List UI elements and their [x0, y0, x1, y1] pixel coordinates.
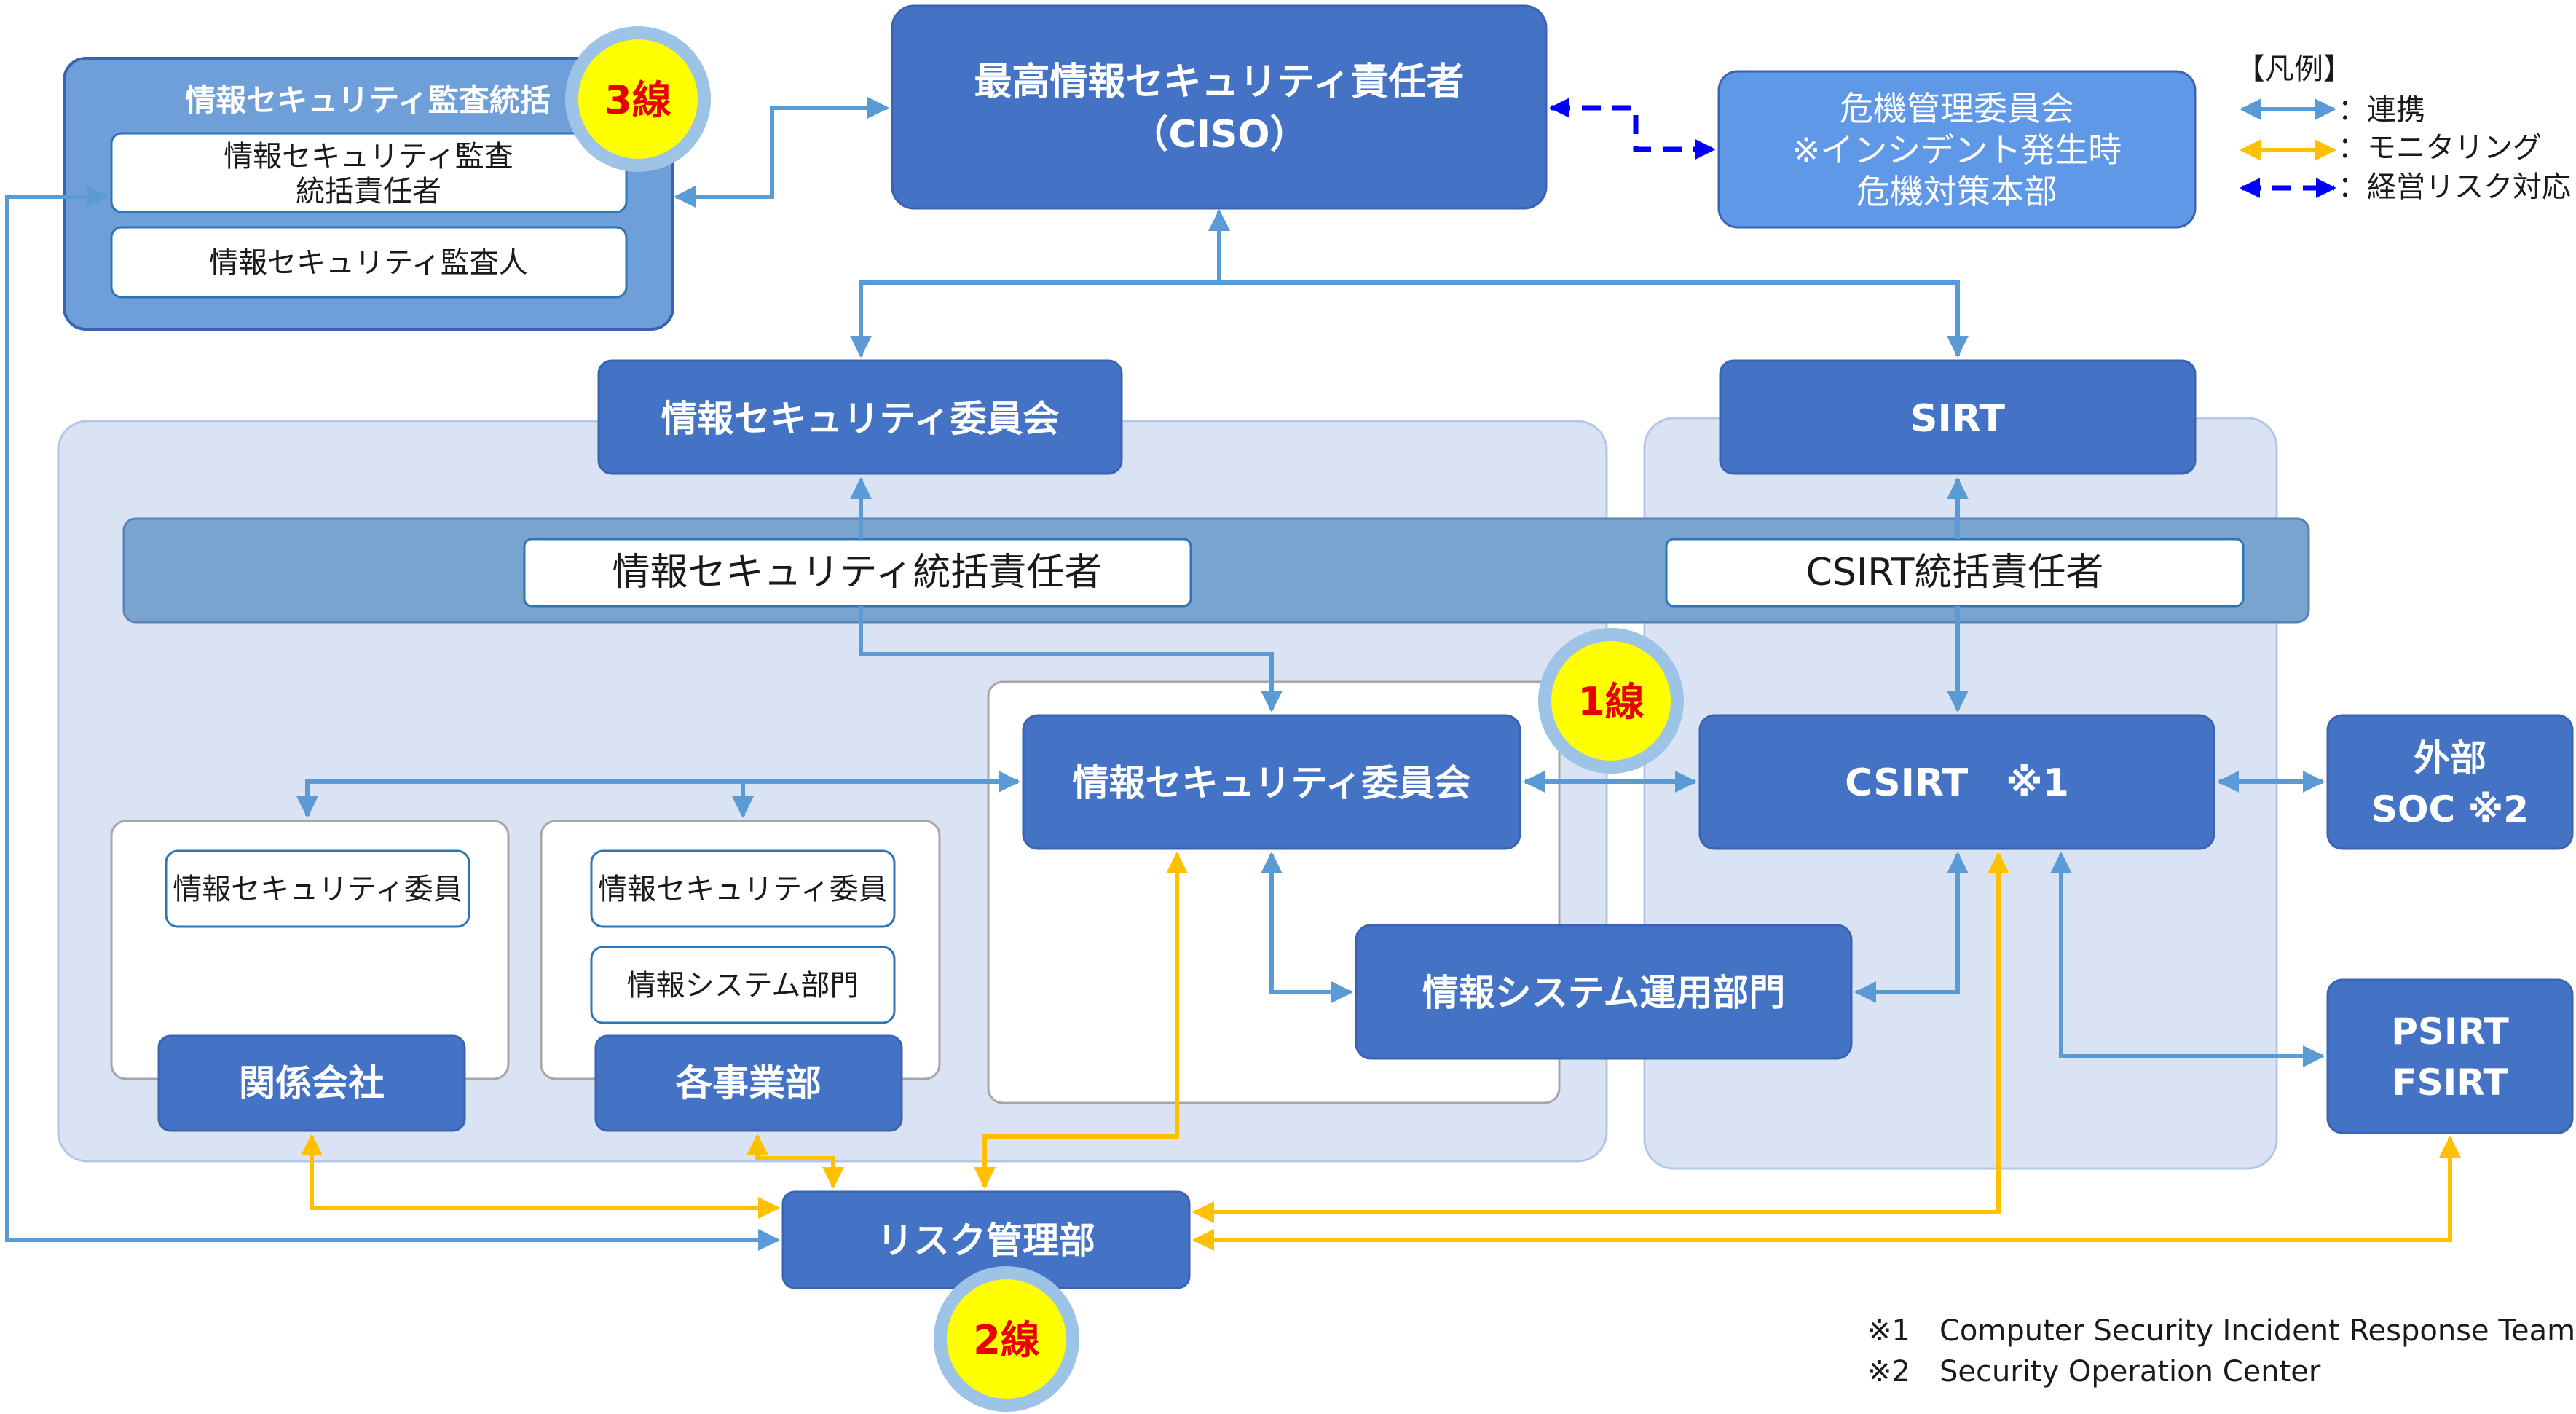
csirt-label: CSIRT ※1: [1845, 761, 2069, 805]
link-csirt-psirt: [2050, 852, 2325, 1067]
csirt-manager-box: [1665, 538, 2245, 608]
second-line-label: 2線: [973, 1317, 1040, 1363]
legend-monitoring-label: ：モニタリング: [2338, 131, 2542, 165]
business-units-label: 各事業部: [676, 1062, 822, 1104]
ciso-box: [891, 4, 1548, 210]
group-companies-label: 関係会社: [239, 1062, 385, 1104]
it-ops-label: 情報システム運用部門: [1422, 972, 1786, 1014]
sirt-box: [1719, 359, 2197, 475]
link-manager-committee-mid: [859, 606, 1283, 712]
csirt-box: [1698, 714, 2215, 850]
footnote-1: ※1 Computer Security Incident Response T…: [1867, 1314, 2575, 1348]
first-line-badge: 1線: [1538, 628, 1684, 774]
monitor-business-risk: [747, 1134, 844, 1189]
psirt-box: [2326, 978, 2574, 1134]
risk-mgmt-label: リスク管理部: [877, 1219, 1095, 1262]
legend-link-label: ：連携: [2338, 93, 2425, 127]
monitor-committee-risk: [974, 852, 1188, 1189]
auditor-label: 情報セキュリティ監査人: [209, 246, 528, 280]
crisis-line1: 危機管理委員会: [1840, 89, 2074, 128]
group-companies-member-label: 情報セキュリティ委員: [173, 873, 462, 906]
audit-group-title: 情報セキュリティ監査統括: [185, 82, 550, 118]
committee-mid-label: 情報セキュリティ委員会: [1073, 762, 1471, 804]
business-units-it-label: 情報システム部門: [627, 969, 859, 1002]
sirt-label: SIRT: [1910, 397, 2006, 441]
business-units-member-label: 情報セキュリティ委員: [598, 873, 888, 906]
second-line-badge: 2線: [934, 1266, 1079, 1412]
first-line-label: 1線: [1577, 679, 1645, 725]
link-audit-risk: [5, 186, 780, 1251]
committee-mid-box: [1022, 714, 1521, 850]
link-ciso-sirt: [1219, 280, 1969, 358]
audit-lead-line2: 統括責任者: [296, 175, 441, 208]
legend-title: 【凡例】: [2236, 52, 2352, 86]
monitor-group-risk: [301, 1134, 780, 1219]
link-ciso-committee: [850, 209, 1230, 358]
psirt-line1: PSIRT: [2391, 1010, 2509, 1053]
ciso-line2: （CISO）: [1130, 113, 1307, 157]
csirt-manager-label: CSIRT統括責任者: [1806, 551, 2104, 594]
third-line-badge: 3線: [565, 26, 711, 172]
monitor-psirt-risk: [1192, 1136, 2461, 1251]
external-soc-line1: 外部: [2414, 737, 2486, 779]
external-soc-line2: SOC ※2: [2371, 788, 2529, 830]
audit-lead-line1: 情報セキュリティ監査: [224, 140, 513, 173]
ciso-line1: 最高情報セキュリティ責任者: [974, 60, 1465, 104]
crisis-line2: ※インシデント発生時: [1792, 130, 2122, 170]
external-soc-box: [2326, 714, 2574, 850]
security-manager-label: 情報セキュリティ統括責任者: [613, 551, 1103, 594]
risk-ciso-crisis: [1549, 98, 1716, 160]
third-line-label: 3線: [604, 77, 671, 123]
legend-risk-label: ：経営リスク対応: [2338, 170, 2571, 204]
committee-top-label: 情報セキュリティ委員会: [661, 398, 1060, 440]
crisis-line3: 危機対策本部: [1856, 172, 2057, 211]
link-audit-ciso: [674, 97, 889, 208]
footnote-2: ※2 Security Operation Center: [1867, 1355, 2321, 1389]
psirt-line2: FSIRT: [2392, 1061, 2508, 1104]
crisis-committee-box: [1717, 70, 2197, 229]
